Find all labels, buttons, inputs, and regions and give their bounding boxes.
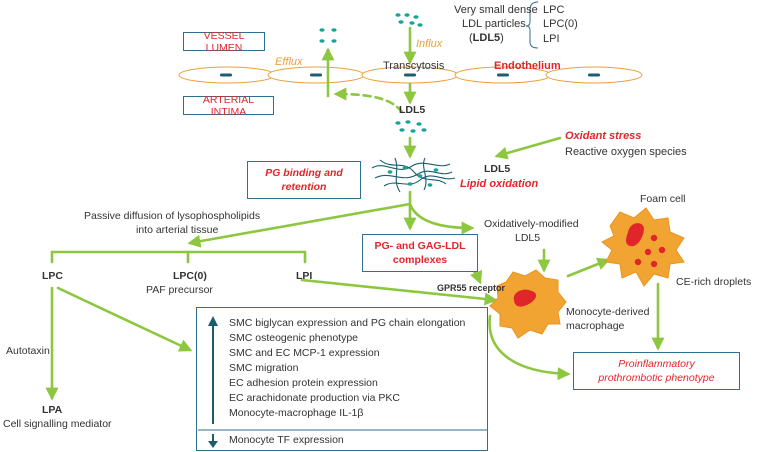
arterial-intima-box: ARTERIAL INTIMA <box>183 94 274 118</box>
lpc0-label: LPC(0) <box>173 270 207 282</box>
lpa-label: LPA <box>42 404 63 416</box>
ldl-particles-line2: LDL particles <box>462 18 526 30</box>
efflux-label: Efflux <box>275 56 303 68</box>
lpc-label: LPC <box>42 270 63 282</box>
oxmod-arrow <box>408 202 475 235</box>
pg-gag-line1: PG- and GAG-LDL <box>374 240 466 252</box>
ldl5-intima-label: LDL5 <box>399 104 426 116</box>
pg-binding-line1: PG binding and <box>265 167 343 179</box>
gpr55-receptor-label: GPR55 receptor <box>437 283 506 293</box>
macrophage-cell <box>489 269 567 339</box>
reactive-oxygen-label: Reactive oxygen species <box>565 146 687 158</box>
ldl5-particles-intima <box>395 120 427 133</box>
paren-close: ) <box>500 32 504 44</box>
passive-diffusion-line2: into arterial tissue <box>136 224 219 236</box>
oxidant-stress-label: Oxidant stress <box>565 130 642 142</box>
lpi-label: LPI <box>296 270 313 282</box>
proinflammatory-box: Proinflammatory prothrombotic phenotype <box>573 352 740 390</box>
effect-up-item: SMC and EC MCP-1 expression <box>229 347 380 359</box>
pg-matrix <box>371 157 456 193</box>
effect-up-item: EC adhesion protein expression <box>229 377 378 389</box>
ldl-particles-line1: Very small dense <box>454 4 538 16</box>
ldl-particles-line3: (LDL5) <box>469 32 504 45</box>
pg-gag-ldl-box: PG- and GAG-LDL complexes <box>362 234 478 272</box>
endothelium-cells <box>178 66 643 84</box>
lipid-lpc0: LPC(0) <box>543 18 578 30</box>
effect-down-item: Monocyte TF expression <box>229 434 344 446</box>
lipid-lpc: LPC <box>543 4 565 16</box>
lpc-effects-arrow <box>56 286 193 352</box>
transcytosis-label: Transcytosis <box>383 60 445 72</box>
effect-up-item: SMC migration <box>229 362 299 374</box>
ldl5-label-lumen: LDL5 <box>472 32 501 44</box>
pg-gag-line2: complexes <box>392 254 448 266</box>
pg-binding-box: PG binding and retention <box>247 161 361 199</box>
oxmod-line2: LDL5 <box>515 232 541 244</box>
endothelium-label: Endothelium <box>494 60 561 72</box>
vessel-lumen-box: VESSEL LUMEN <box>183 30 265 54</box>
passive-diffusion-line1: Passive diffusion of lysophospholipids <box>84 210 261 222</box>
cell-signalling-label: Cell signalling mediator <box>3 418 112 430</box>
lysophospholipid-effects-box: SMC biglycan expression and PG chain elo… <box>196 307 488 451</box>
passive-diffusion-arrow <box>187 202 412 248</box>
ldl5-particles-lumen <box>395 13 423 27</box>
effect-up-item: Monocyte-macrophage IL-1β <box>229 407 364 419</box>
efflux-particles <box>319 28 337 43</box>
proinflam-line1: Proinflammatory <box>618 358 695 370</box>
foam-cell-shape <box>601 207 685 287</box>
macrophage-to-phenotype-arrow <box>488 314 571 381</box>
macrophage-to-foam-arrow <box>566 257 611 278</box>
autotaxin-label: Autotaxin <box>6 345 50 357</box>
lpi-receptor-arrow <box>300 278 498 306</box>
effects-arrows <box>198 316 488 448</box>
influx-label: Influx <box>416 38 443 50</box>
proinflam-line2: prothrombotic phenotype <box>598 372 715 384</box>
lipid-bracket <box>525 1 539 49</box>
paren-open: ( <box>469 32 473 44</box>
effect-up-item: SMC osteogenic phenotype <box>229 332 358 344</box>
oxmod-line1: Oxidatively-modified <box>484 218 579 230</box>
efflux-dashed-arrow <box>333 87 404 114</box>
monocyte-label-line1: Monocyte-derived <box>566 306 650 318</box>
monocyte-label-line2: macrophage <box>566 320 625 332</box>
lipid-oxidation-label: Lipid oxidation <box>460 178 539 190</box>
effect-up-item: EC arachidonate production via PKC <box>229 392 401 404</box>
ce-droplets-label: CE-rich droplets <box>676 276 752 288</box>
pg-binding-line2: retention <box>281 181 327 193</box>
distribution-line <box>50 250 307 264</box>
effect-up-item: SMC biglycan expression and PG chain elo… <box>229 317 466 329</box>
ldl5-oxid-label: LDL5 <box>484 163 511 175</box>
paf-precursor-label: PAF precursor <box>146 284 213 296</box>
lipid-lpi: LPI <box>543 33 560 45</box>
oxidant-arrow <box>494 136 562 160</box>
pg-bound-particles <box>387 166 439 187</box>
foam-cell-label: Foam cell <box>640 193 686 205</box>
